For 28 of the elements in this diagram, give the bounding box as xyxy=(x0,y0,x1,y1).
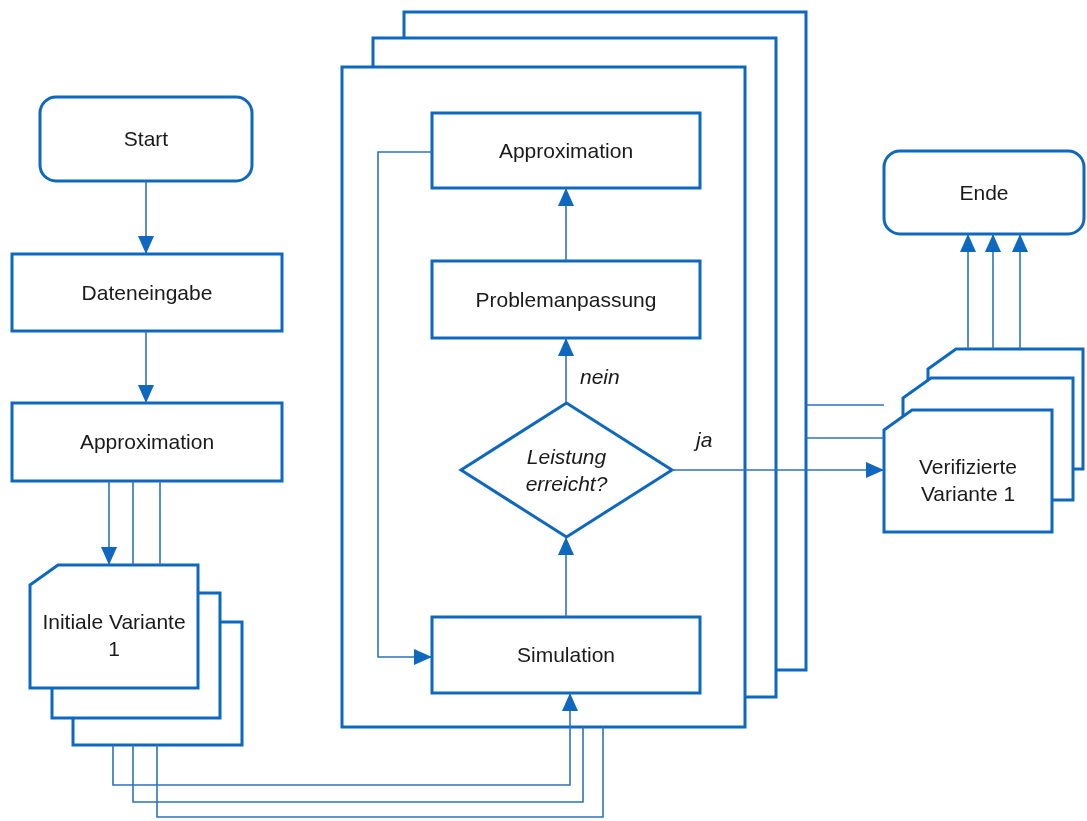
document-stack xyxy=(30,565,242,745)
decision-text: Leistung erreicht? xyxy=(524,443,609,497)
arrow xyxy=(558,536,574,618)
process-box xyxy=(432,113,700,188)
connector-line xyxy=(805,404,885,406)
process-box xyxy=(12,254,282,331)
node-label: Verifizierte Variante 1 xyxy=(917,453,1018,507)
node-label: Dateneingabe xyxy=(81,279,213,306)
connector-line xyxy=(132,726,584,803)
arrow xyxy=(377,151,433,665)
start-terminal xyxy=(40,97,252,181)
node-label: Approximation xyxy=(498,137,634,164)
process-box xyxy=(432,617,700,693)
arrow xyxy=(671,462,885,478)
node-label: Start xyxy=(123,126,169,153)
node-label: Initiale Variante 1 xyxy=(41,608,187,662)
connector-line xyxy=(805,437,885,439)
document-stack xyxy=(884,349,1083,532)
node-label: Ende xyxy=(959,179,1009,206)
connector-line xyxy=(156,726,604,818)
end-terminal xyxy=(884,151,1084,234)
decision-diamond xyxy=(461,403,672,537)
process-box xyxy=(12,403,282,481)
stacked-frame xyxy=(342,12,806,727)
process-box xyxy=(432,261,700,338)
node-label: Problemanpassung xyxy=(475,286,657,313)
node-label: Simulation xyxy=(516,642,616,669)
node-label: Approximation xyxy=(79,429,215,456)
